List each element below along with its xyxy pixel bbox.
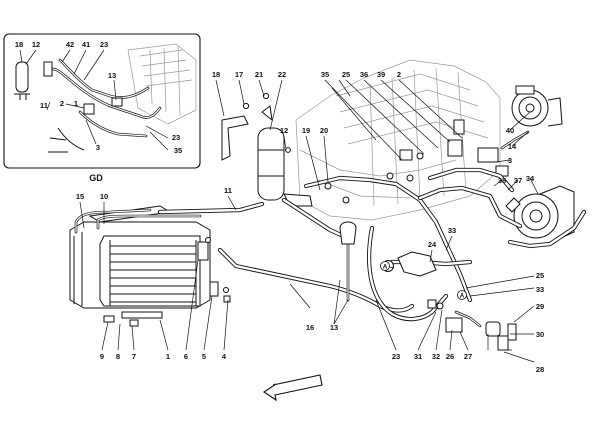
- callout-gd-35: 35: [174, 146, 182, 155]
- callout-26: 26: [446, 352, 454, 361]
- detail-tag-gd: GD: [89, 173, 103, 183]
- callout-4: 4: [222, 352, 227, 361]
- callout-40: 40: [506, 126, 514, 135]
- callout-gd-41: 41: [82, 40, 90, 49]
- callout-39: 39: [377, 70, 385, 79]
- callout-9: 9: [100, 352, 104, 361]
- callout-numbers: 18 17 21 22 35 25 36 39 2 12 19 20 40 14…: [76, 70, 544, 374]
- callout-38: 38: [498, 176, 506, 185]
- callout-36: 36: [360, 70, 368, 79]
- callout-14: 14: [508, 142, 517, 151]
- callout-gd-12: 12: [32, 40, 40, 49]
- callout-25b: 25: [536, 271, 544, 280]
- callout-31: 31: [414, 352, 422, 361]
- callout-7: 7: [132, 352, 136, 361]
- receiver-drier: [221, 92, 350, 207]
- condenser-assembly: [69, 205, 231, 327]
- callout-23: 23: [392, 352, 400, 361]
- callout-gd-3: 3: [96, 143, 100, 152]
- compressor-assembly: [447, 85, 575, 241]
- callout-21: 21: [255, 70, 263, 79]
- callout-15: 15: [76, 192, 84, 201]
- callout-12: 12: [280, 126, 288, 135]
- callout-gd-23: 23: [100, 40, 108, 49]
- callout-22: 22: [278, 70, 286, 79]
- callout-a2: A: [460, 294, 465, 300]
- direction-arrow: [263, 374, 323, 402]
- callout-8: 8: [116, 352, 120, 361]
- callout-gd-23b: 23: [172, 133, 180, 142]
- callout-20: 20: [320, 126, 328, 135]
- callout-30: 30: [536, 330, 544, 339]
- callout-1: 1: [166, 352, 170, 361]
- callout-11: 11: [224, 186, 232, 195]
- callout-3: 3: [508, 156, 512, 165]
- callout-33b: 33: [536, 285, 544, 294]
- callout-27: 27: [464, 352, 472, 361]
- callout-24: 24: [428, 240, 437, 249]
- callout-6: 6: [184, 352, 188, 361]
- callout-25: 25: [342, 70, 350, 79]
- callout-gd-2: 2: [60, 99, 64, 108]
- callout-16: 16: [306, 323, 314, 332]
- callout-37: 37: [514, 176, 522, 185]
- callout-29: 29: [536, 302, 544, 311]
- callout-34: 34: [526, 174, 535, 183]
- refrigerant-pipes: [74, 130, 587, 351]
- marker-a2-ring: [457, 290, 467, 300]
- marker-a1-ring: [380, 261, 390, 271]
- callout-35: 35: [321, 70, 329, 79]
- callout-19: 19: [302, 126, 310, 135]
- callout-gd-18: 18: [15, 40, 23, 49]
- callout-gd-13: 13: [108, 71, 116, 80]
- callout-33a: 33: [448, 226, 456, 235]
- callout-32: 32: [432, 352, 440, 361]
- callout-2: 2: [397, 70, 401, 79]
- callout-10: 10: [100, 192, 108, 201]
- callout-28: 28: [536, 365, 544, 374]
- callout-gd-1: 1: [74, 99, 78, 108]
- callout-gd-11: 11: [40, 101, 48, 110]
- leader-lines: [79, 79, 539, 363]
- callout-5: 5: [202, 352, 206, 361]
- callout-a1: A: [383, 265, 388, 271]
- callout-17: 17: [235, 70, 243, 79]
- engine-block-ghost: [295, 59, 501, 221]
- detail-inset-gd: 18 12 42 41 23 11 13 2 1 3 23 35 GD: [3, 33, 201, 183]
- callout-13: 13: [330, 323, 338, 332]
- callout-18: 18: [212, 70, 220, 79]
- callout-gd-42: 42: [66, 40, 74, 49]
